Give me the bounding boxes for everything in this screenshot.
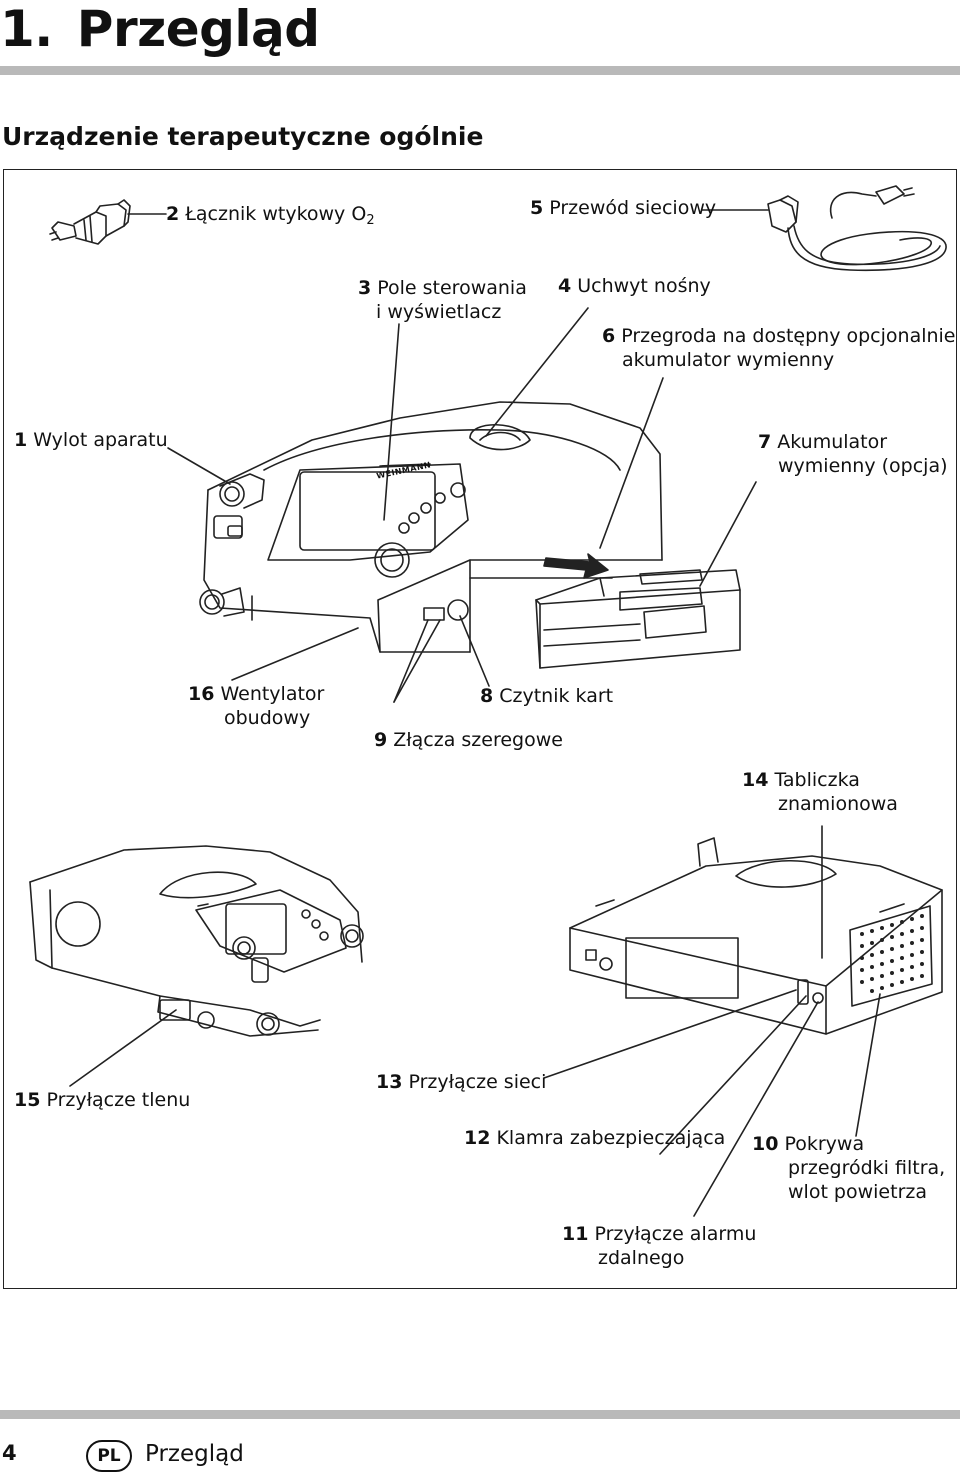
label-12-number: 12	[464, 1127, 491, 1149]
language-badge: PL	[86, 1440, 132, 1472]
figure-frame	[3, 169, 957, 1289]
label-4-number: 4	[558, 275, 572, 297]
label-10-number: 10	[752, 1133, 779, 1155]
label-16-number: 16	[188, 683, 215, 705]
leader-line-8	[459, 615, 490, 687]
rear-view-device-drawing	[569, 837, 943, 1035]
label-4-text: Uchwyt nośny	[577, 275, 711, 297]
label-8-text: Czytnik kart	[499, 685, 614, 707]
leader-line-3	[383, 323, 400, 521]
label-10-line-2: przegródki filtra,	[788, 1157, 946, 1179]
label-14-number: 14	[742, 769, 769, 791]
leader-line-9a	[393, 619, 429, 703]
leader-line-16	[231, 627, 359, 681]
label-14-line-2: znamionowa	[778, 793, 898, 815]
leader-line-4	[485, 307, 589, 437]
label-10-line-1: Pokrywa	[784, 1133, 865, 1155]
label-15-number: 15	[14, 1089, 41, 1111]
label-2-subscript: 2	[366, 213, 375, 228]
label-16-line-1: Wentylator	[220, 683, 325, 705]
label-3-number: 3	[358, 277, 372, 299]
label-1-number: 1	[14, 429, 28, 451]
label-13-text: Przyłącze sieci	[408, 1071, 547, 1093]
label-13-number: 13	[376, 1071, 403, 1093]
label-7-line-2: wymienny (opcja)	[778, 455, 948, 477]
page-title: 1. Przegląd	[0, 0, 320, 58]
label-5-text: Przewód sieciowy	[549, 197, 717, 219]
power-cord-icon	[701, 185, 947, 272]
header-rule	[0, 66, 960, 75]
label-9-number: 9	[374, 729, 388, 751]
leader-line-13	[543, 989, 797, 1079]
leader-line-12	[659, 995, 807, 1155]
label-6-number: 6	[602, 325, 616, 347]
label-16-line-2: obudowy	[224, 707, 311, 729]
leader-line-1	[167, 447, 231, 485]
chapter-number: 1.	[0, 0, 53, 58]
leader-line-15	[69, 1009, 177, 1087]
label-11-number: 11	[562, 1223, 589, 1245]
leader-line-6	[599, 377, 664, 549]
oxygen-connector-icon	[49, 199, 131, 245]
label-6-line-1: Przegroda na dostępny opcjonalnie	[621, 325, 956, 347]
leader-line-10	[855, 993, 881, 1137]
label-6-line-2: akumulator wymienny	[622, 349, 835, 371]
front-view-device-drawing	[29, 845, 364, 1037]
main-device-drawing	[199, 401, 663, 653]
label-2-text: Łącznik wtykowy O	[185, 203, 367, 225]
section-title: Urządzenie terapeutyczne ogólnie	[2, 122, 484, 151]
label-5-number: 5	[530, 197, 544, 219]
label-10-line-3: wlot powietrza	[788, 1181, 928, 1203]
footer-section-title: Przegląd	[145, 1441, 244, 1467]
leader-line-11	[693, 1001, 819, 1217]
insert-arrow-icon	[543, 553, 609, 579]
label-7-number: 7	[758, 431, 772, 453]
label-8-number: 8	[480, 685, 494, 707]
label-3-line-2: i wyświetlacz	[376, 301, 502, 323]
page-number: 4	[2, 1441, 17, 1465]
label-15-text: Przyłącze tlenu	[46, 1089, 191, 1111]
chapter-title: Przegląd	[76, 0, 320, 58]
label-7-line-1: Akumulator	[777, 431, 888, 453]
leader-line-9b	[393, 619, 441, 703]
label-12-text: Klamra zabezpieczająca	[496, 1127, 726, 1149]
battery-pack-drawing	[535, 569, 741, 669]
label-3-line-1: Pole sterowania	[377, 277, 527, 299]
label-1-text: Wylot aparatu	[33, 429, 168, 451]
label-14-line-1: Tabliczka	[774, 769, 860, 791]
leader-line-7	[699, 481, 757, 587]
filter-grille-icon	[860, 914, 924, 993]
label-2-number: 2	[166, 203, 180, 225]
label-11-line-2: zdalnego	[598, 1247, 685, 1269]
label-9-text: Złącza szeregowe	[393, 729, 563, 751]
footer-rule	[0, 1410, 960, 1419]
label-11-line-1: Przyłącze alarmu	[594, 1223, 757, 1245]
